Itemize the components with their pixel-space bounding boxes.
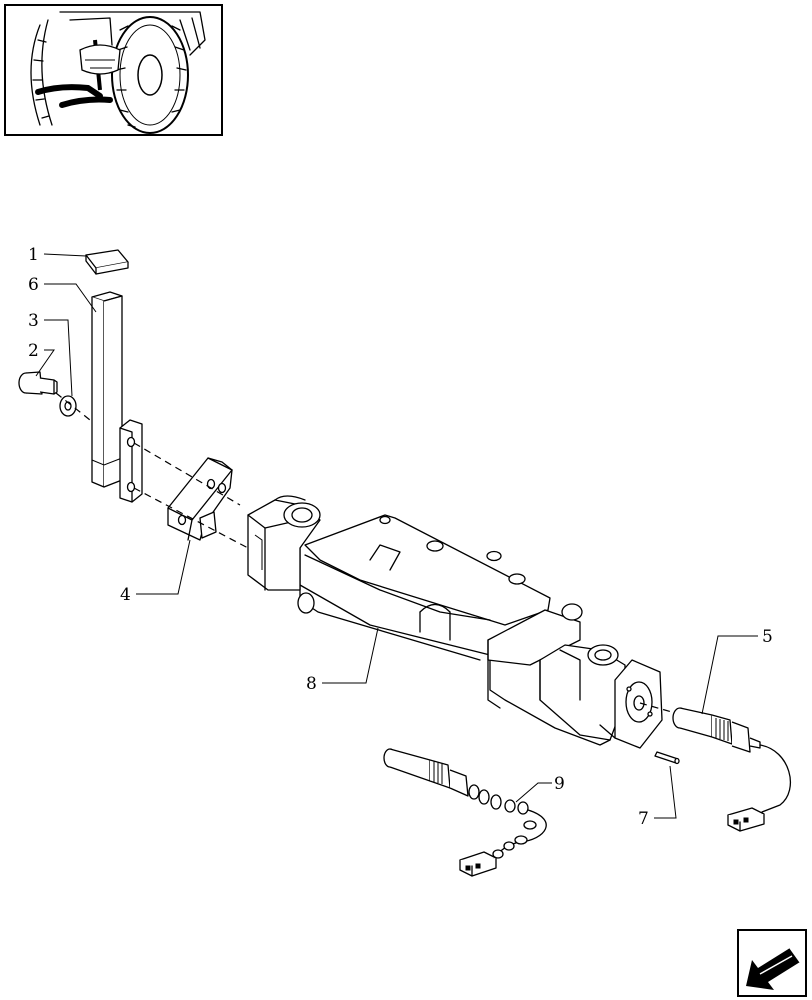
part-sensor (672, 707, 791, 832)
callout-4: 4 (120, 585, 131, 605)
callout-7: 7 (638, 809, 649, 829)
sensor-axis-line (639, 702, 673, 713)
leader-lines (35, 253, 758, 819)
callout-6: 6 (28, 275, 39, 295)
tractor-rear-hitch-thumbnail-icon (30, 11, 206, 134)
pin-axis-lower (133, 487, 249, 549)
callout-1: 1 (28, 245, 39, 265)
part-harness (383, 748, 547, 877)
callout-5: 5 (762, 627, 773, 647)
callout-8: 8 (306, 674, 317, 694)
callout-3: 3 (28, 311, 39, 331)
callout-9: 9 (554, 774, 565, 794)
part-pin (654, 751, 680, 765)
previous-page-arrow-icon[interactable] (737, 929, 807, 997)
bolt-axis-line (55, 392, 91, 421)
pin-axis-upper (133, 442, 241, 506)
callout-2: 2 (28, 341, 39, 361)
part-cap (85, 249, 129, 275)
thumbnail-frame[interactable] (4, 4, 223, 136)
part-main-housing (247, 495, 663, 749)
part-vertical-bar (91, 291, 143, 503)
part-bolt (18, 371, 58, 395)
part-washer (59, 395, 77, 417)
part-bracket (167, 457, 233, 541)
